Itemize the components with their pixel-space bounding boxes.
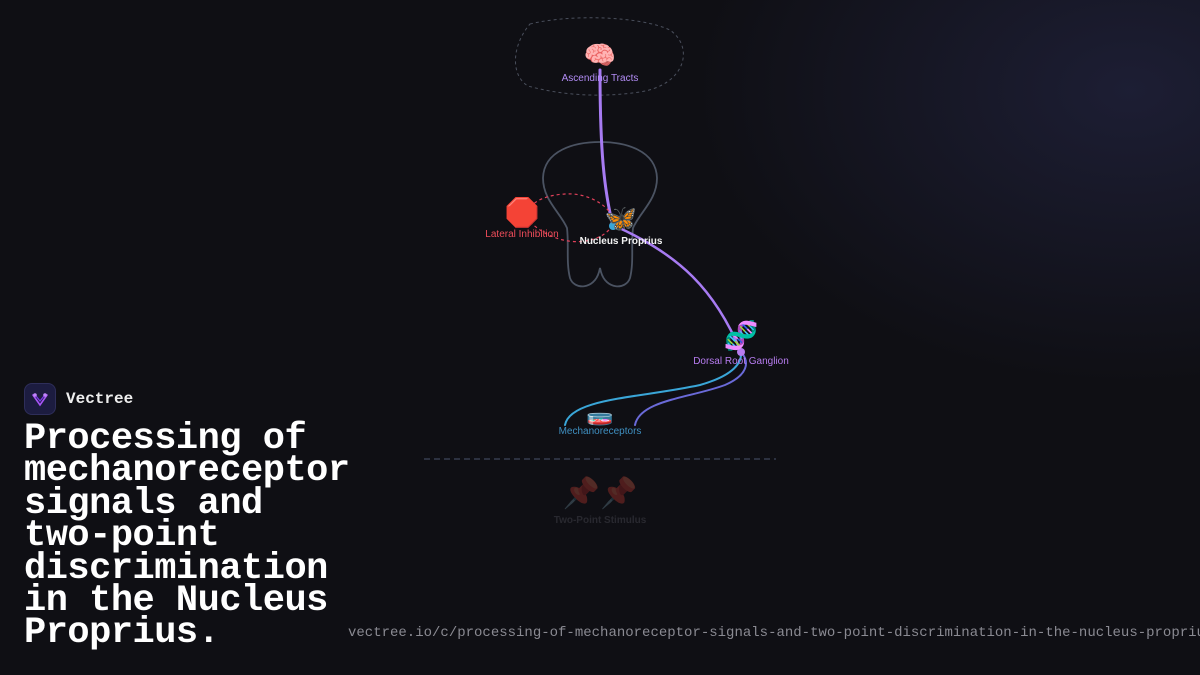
node-label-mechanoreceptors: Mechanoreceptors bbox=[559, 426, 642, 437]
node-dorsal-root-ganglion[interactable]: 🧬 Dorsal Root Ganglion bbox=[693, 318, 789, 367]
node-mechanoreceptors[interactable]: 🧫 Mechanoreceptors bbox=[559, 402, 642, 437]
node-label-two-point-stimulus: Two-Point Stimulus bbox=[554, 515, 647, 526]
node-lateral-inhibition[interactable]: 🛑 Lateral Inhibition bbox=[485, 196, 558, 240]
spinal-cord-outline bbox=[542, 141, 658, 288]
petri-dish-icon: 🧫 bbox=[586, 402, 613, 427]
drg-to-nucleus-edge bbox=[613, 224, 743, 354]
brain-icon: 🧠 bbox=[584, 41, 616, 71]
pushpin-icon: 📌📌 bbox=[563, 474, 638, 511]
node-label-ascending-tracts: Ascending Tracts bbox=[562, 73, 639, 84]
node-label-nucleus-proprius: Nucleus Proprius bbox=[580, 236, 663, 247]
brand: Vectree bbox=[24, 382, 133, 416]
mechanoreceptor-afferent-edge-2 bbox=[634, 351, 747, 426]
butterfly-icon: 🦋 bbox=[605, 204, 637, 234]
node-ascending-tracts[interactable]: 🧠 Ascending Tracts bbox=[562, 41, 639, 84]
page-url: vectree.io/c/processing-of-mechanorecept… bbox=[348, 625, 1200, 641]
node-nucleus-proprius[interactable]: 🦋 Nucleus Proprius bbox=[580, 204, 663, 247]
node-label-dorsal-root-ganglion: Dorsal Root Ganglion bbox=[693, 356, 789, 367]
drg-dot bbox=[737, 348, 745, 356]
dna-icon: 🧬 bbox=[724, 318, 759, 352]
lateral-inhibition-edge bbox=[529, 193, 614, 243]
mechanoreceptor-afferent-edge bbox=[564, 351, 743, 426]
node-label-lateral-inhibition: Lateral Inhibition bbox=[485, 229, 558, 240]
node-two-point-stimulus[interactable]: 📌📌 Two-Point Stimulus bbox=[554, 474, 647, 526]
brain-region-outline bbox=[515, 17, 684, 96]
ascending-pathway-edge bbox=[598, 68, 615, 228]
stop-sign-icon: 🛑 bbox=[505, 196, 540, 229]
page-title: Processing of mechanoreceptor signals an… bbox=[24, 418, 350, 655]
brand-logo-icon bbox=[24, 383, 56, 415]
brand-name: Vectree bbox=[66, 390, 134, 408]
nucleus-proprius-dot bbox=[609, 222, 617, 230]
